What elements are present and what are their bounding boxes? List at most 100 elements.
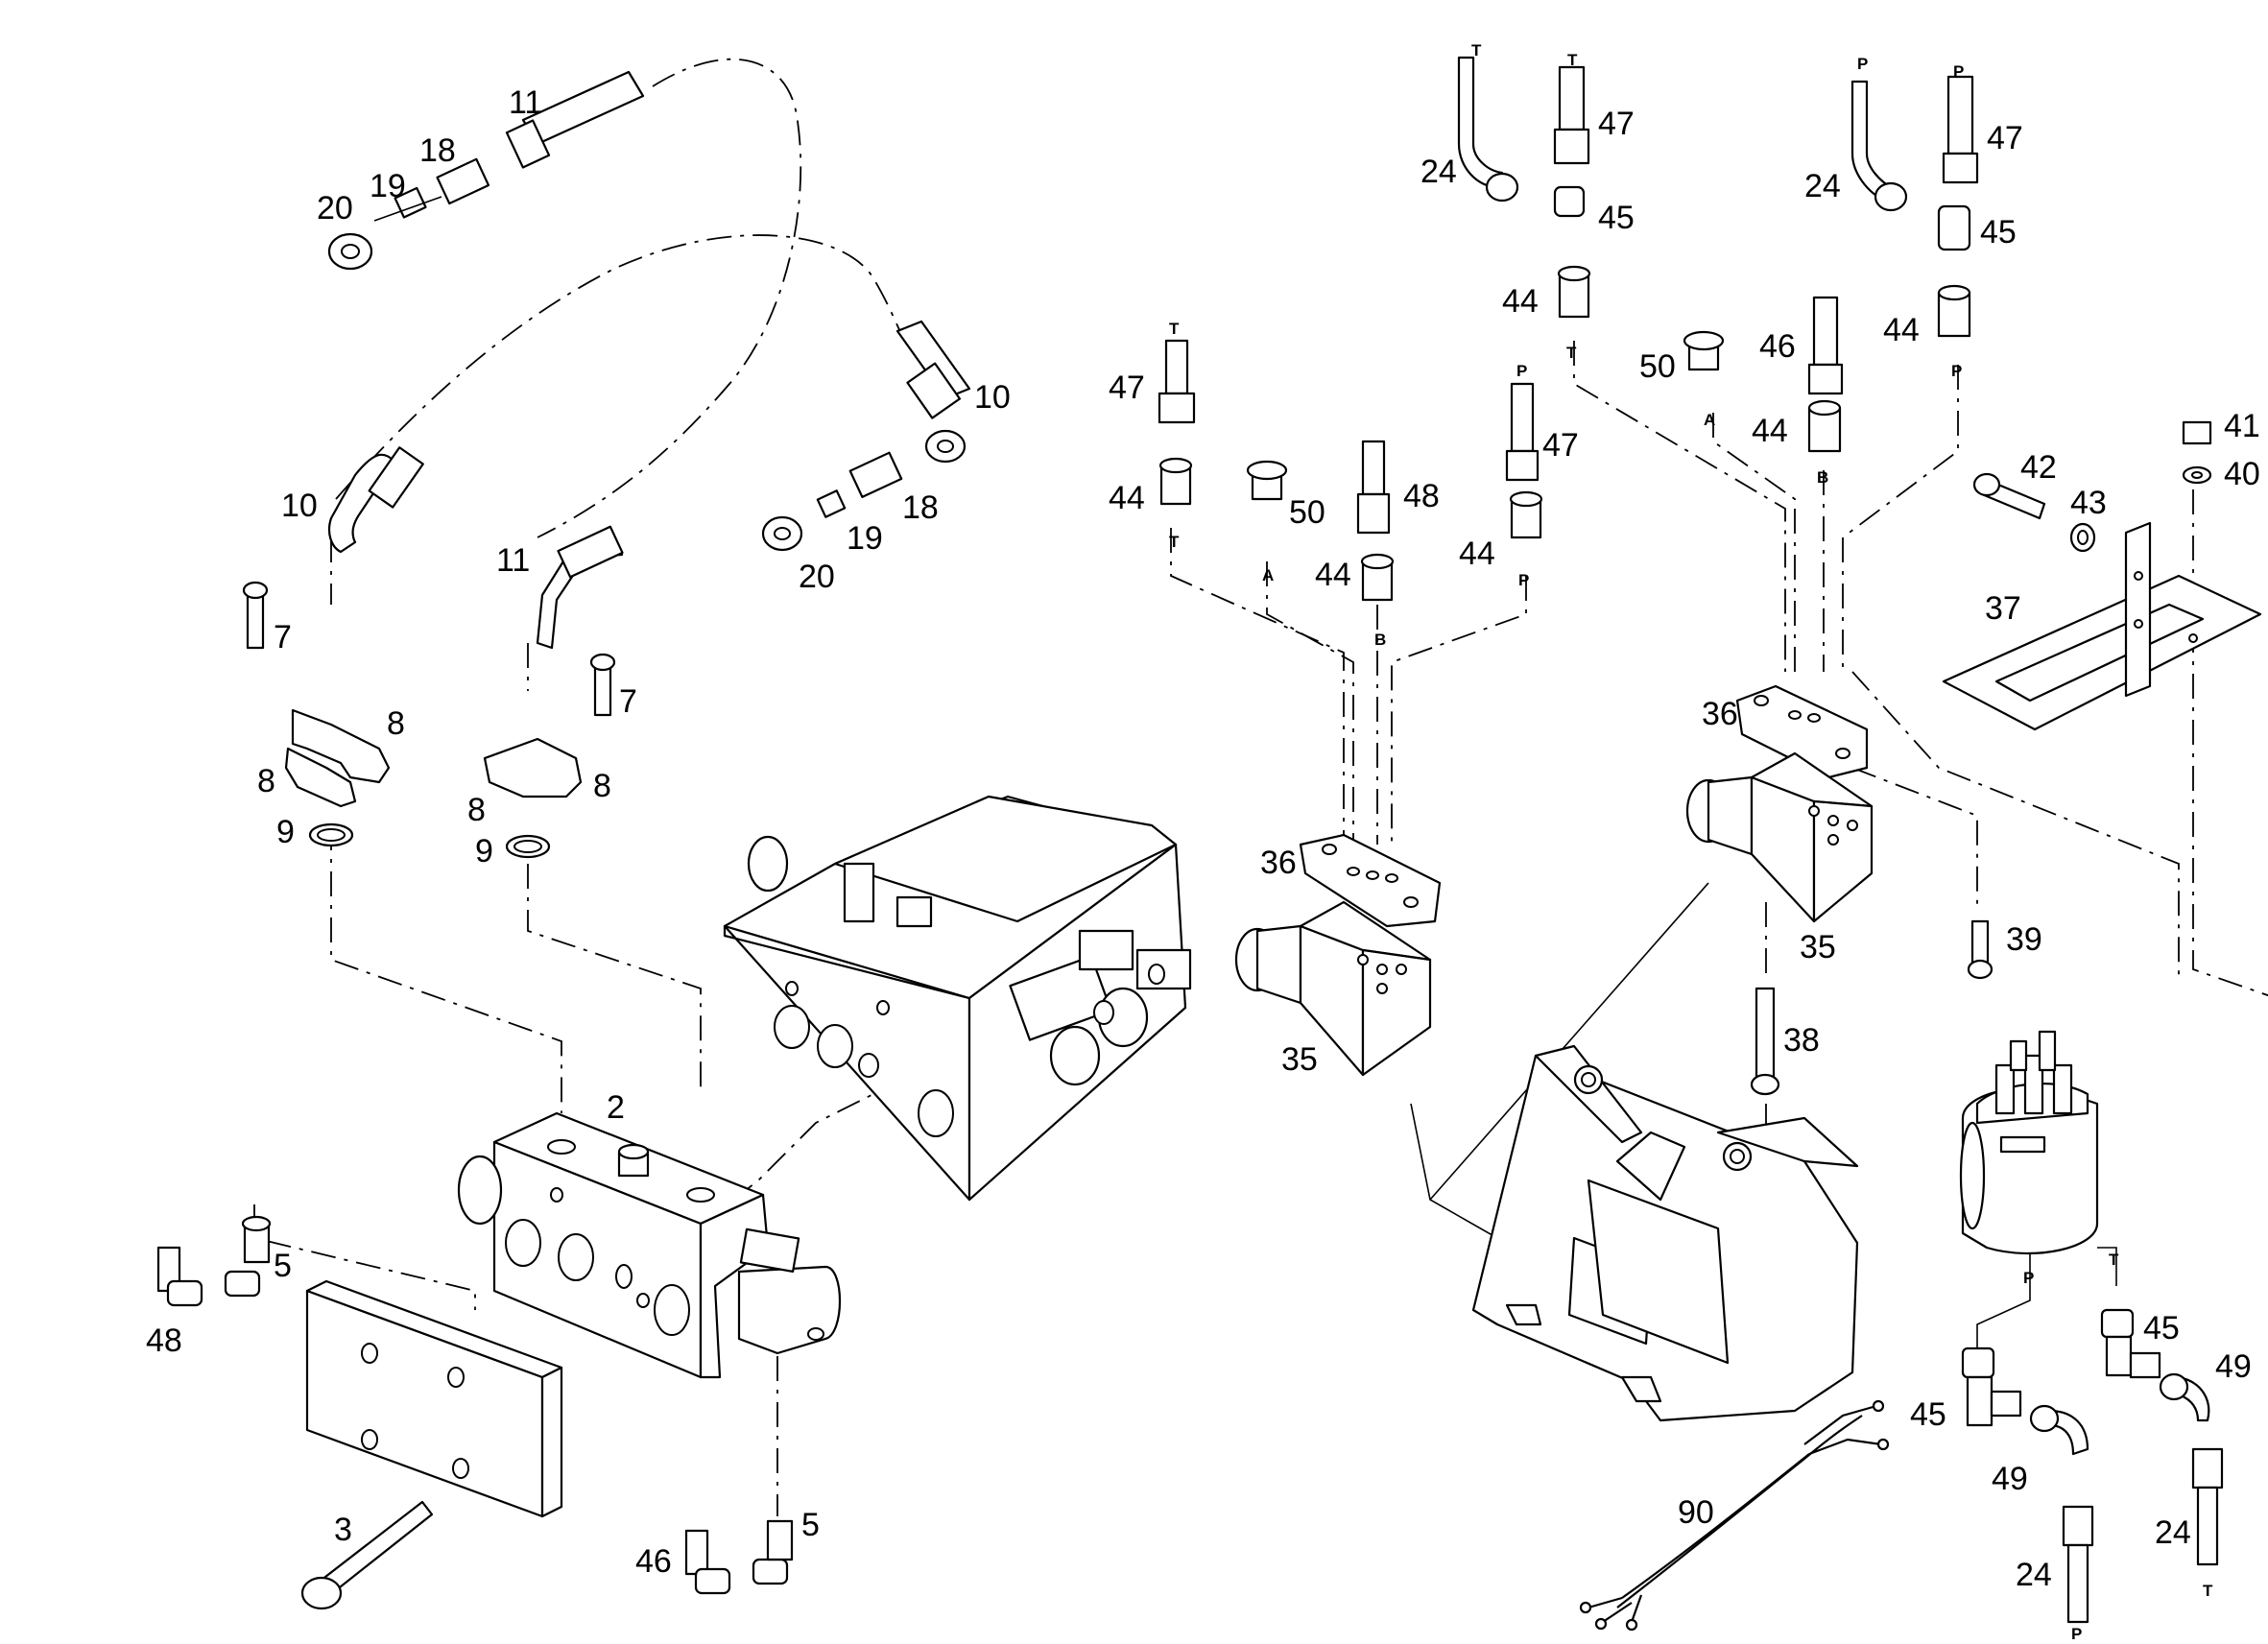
hose-elbow-middle: [536, 525, 624, 650]
callout-45-c: 45: [2143, 1310, 2180, 1346]
fittings-mid: [1158, 339, 1543, 602]
callout-44-b: 44: [1315, 557, 1351, 593]
port-label-A: A: [1704, 411, 1715, 429]
flange-clamp-left: [242, 581, 391, 847]
mounting-frame: [1471, 1044, 1859, 1422]
callout-40: 40: [2224, 456, 2260, 492]
flange-clamp-middle: [483, 653, 616, 859]
callout-36-mid: 36: [1260, 845, 1297, 881]
port-label-P: P: [2023, 1269, 2034, 1287]
bolts-right: [1750, 420, 2212, 1096]
callout-48-mid: 48: [1403, 478, 1440, 514]
port-label-P: P: [1857, 55, 1868, 73]
port-label-A: A: [1262, 566, 1274, 584]
port-label-P: P: [1953, 62, 1964, 81]
solenoid-valve-mid: [1234, 900, 1432, 1077]
callouts: 20 19 18 11 10 10 18 19 20 11 7 7 8 8 8 …: [146, 84, 2260, 1593]
callout-24-b: 24: [1804, 168, 1841, 204]
hose-assembly-top: [327, 70, 645, 271]
port-label-P: P: [1951, 362, 1962, 380]
callout-44-c: 44: [1459, 536, 1495, 572]
callout-44-a: 44: [1109, 480, 1145, 516]
callout-50-b: 50: [1639, 348, 1676, 385]
callout-44-f: 44: [1883, 312, 1920, 348]
callout-35-mid: 35: [1281, 1041, 1318, 1078]
fittings-top-right: [1457, 56, 1979, 453]
callout-9-a: 9: [276, 814, 295, 850]
callout-49-a: 49: [2215, 1348, 2252, 1385]
callout-2: 2: [607, 1089, 625, 1126]
solenoid-valve-right: [1685, 751, 1874, 923]
callout-47-b: 47: [1542, 427, 1579, 464]
callout-7-left: 7: [274, 619, 292, 655]
callout-48-left: 48: [146, 1322, 182, 1359]
control-valve-main: [723, 795, 1192, 1202]
callout-20-right: 20: [799, 559, 835, 595]
callout-38: 38: [1783, 1022, 1820, 1059]
callout-5-left: 5: [274, 1248, 292, 1284]
flange-plate-mid: [1299, 833, 1442, 928]
callout-46-bottom: 46: [635, 1543, 672, 1580]
callout-8-d: 8: [593, 768, 611, 804]
port-label-T: T: [1471, 41, 1482, 60]
hose-elbow-left: [327, 446, 424, 554]
callout-9-b: 9: [475, 833, 493, 870]
callout-8-c: 8: [467, 792, 486, 828]
cover-plate: [305, 1279, 563, 1518]
callout-36-right: 36: [1702, 696, 1738, 732]
callout-90: 90: [1678, 1494, 1714, 1531]
hydraulic-pump: [1959, 1030, 2099, 1255]
callout-47-a: 47: [1109, 369, 1145, 406]
port-label-T: T: [1169, 320, 1180, 338]
mounting-bracket: [1942, 521, 2262, 731]
callout-10-right: 10: [974, 379, 1011, 416]
callout-8-b: 8: [257, 763, 275, 799]
port-label-T: T: [1566, 344, 1577, 362]
callout-24-d: 24: [2155, 1514, 2191, 1551]
callout-39: 39: [2006, 921, 2042, 958]
long-bolt: [300, 1500, 434, 1610]
callout-20-top: 20: [317, 190, 353, 226]
callout-41: 41: [2224, 408, 2260, 444]
callout-47-d: 47: [1987, 120, 2023, 156]
callout-19-top: 19: [370, 168, 406, 204]
valve-section: [457, 1111, 841, 1379]
callout-37: 37: [1985, 590, 2021, 627]
elbow-fitting-left: [156, 1215, 272, 1307]
callout-24-a: 24: [1420, 154, 1457, 190]
wiring-harness: [1579, 1399, 1890, 1632]
hose-assembly-right: [761, 320, 971, 552]
callout-46-top: 46: [1759, 328, 1796, 365]
callout-11-top: 11: [509, 84, 542, 121]
port-labels: T T A B P P T T T A B P P P P T T P: [1169, 41, 2213, 1643]
callout-44-d: 44: [1502, 283, 1539, 320]
port-label-T: T: [1567, 51, 1578, 69]
callout-43: 43: [2070, 485, 2107, 521]
port-label-B: B: [1374, 631, 1386, 649]
callout-45-b: 45: [1980, 214, 2017, 250]
callout-24-c: 24: [2016, 1557, 2052, 1593]
callout-18-top: 18: [419, 132, 456, 169]
callout-10-left: 10: [281, 488, 318, 524]
callout-42: 42: [2020, 449, 2057, 486]
callout-35-right: 35: [1800, 929, 1836, 965]
port-label-T: T: [2109, 1251, 2119, 1269]
port-label-B: B: [1817, 468, 1828, 487]
flange-plate-right: [1735, 684, 1869, 779]
pump-fittings: [1961, 1308, 2224, 1624]
port-label-P: P: [1518, 571, 1529, 589]
callout-7-middle: 7: [619, 683, 637, 720]
elbow-fitting-bottom: [684, 1519, 794, 1595]
callout-45-a: 45: [1598, 200, 1635, 236]
port-label-P: P: [1516, 362, 1527, 380]
port-label-P: P: [2071, 1625, 2082, 1643]
callout-50-a: 50: [1289, 494, 1325, 531]
port-label-T: T: [2203, 1582, 2213, 1600]
callout-19-right: 19: [847, 520, 883, 557]
callout-8-a: 8: [387, 705, 405, 742]
callout-18-right: 18: [902, 489, 939, 526]
callout-45-d: 45: [1910, 1396, 1946, 1433]
port-label-T: T: [1169, 533, 1180, 551]
callout-49-b: 49: [1992, 1461, 2028, 1497]
